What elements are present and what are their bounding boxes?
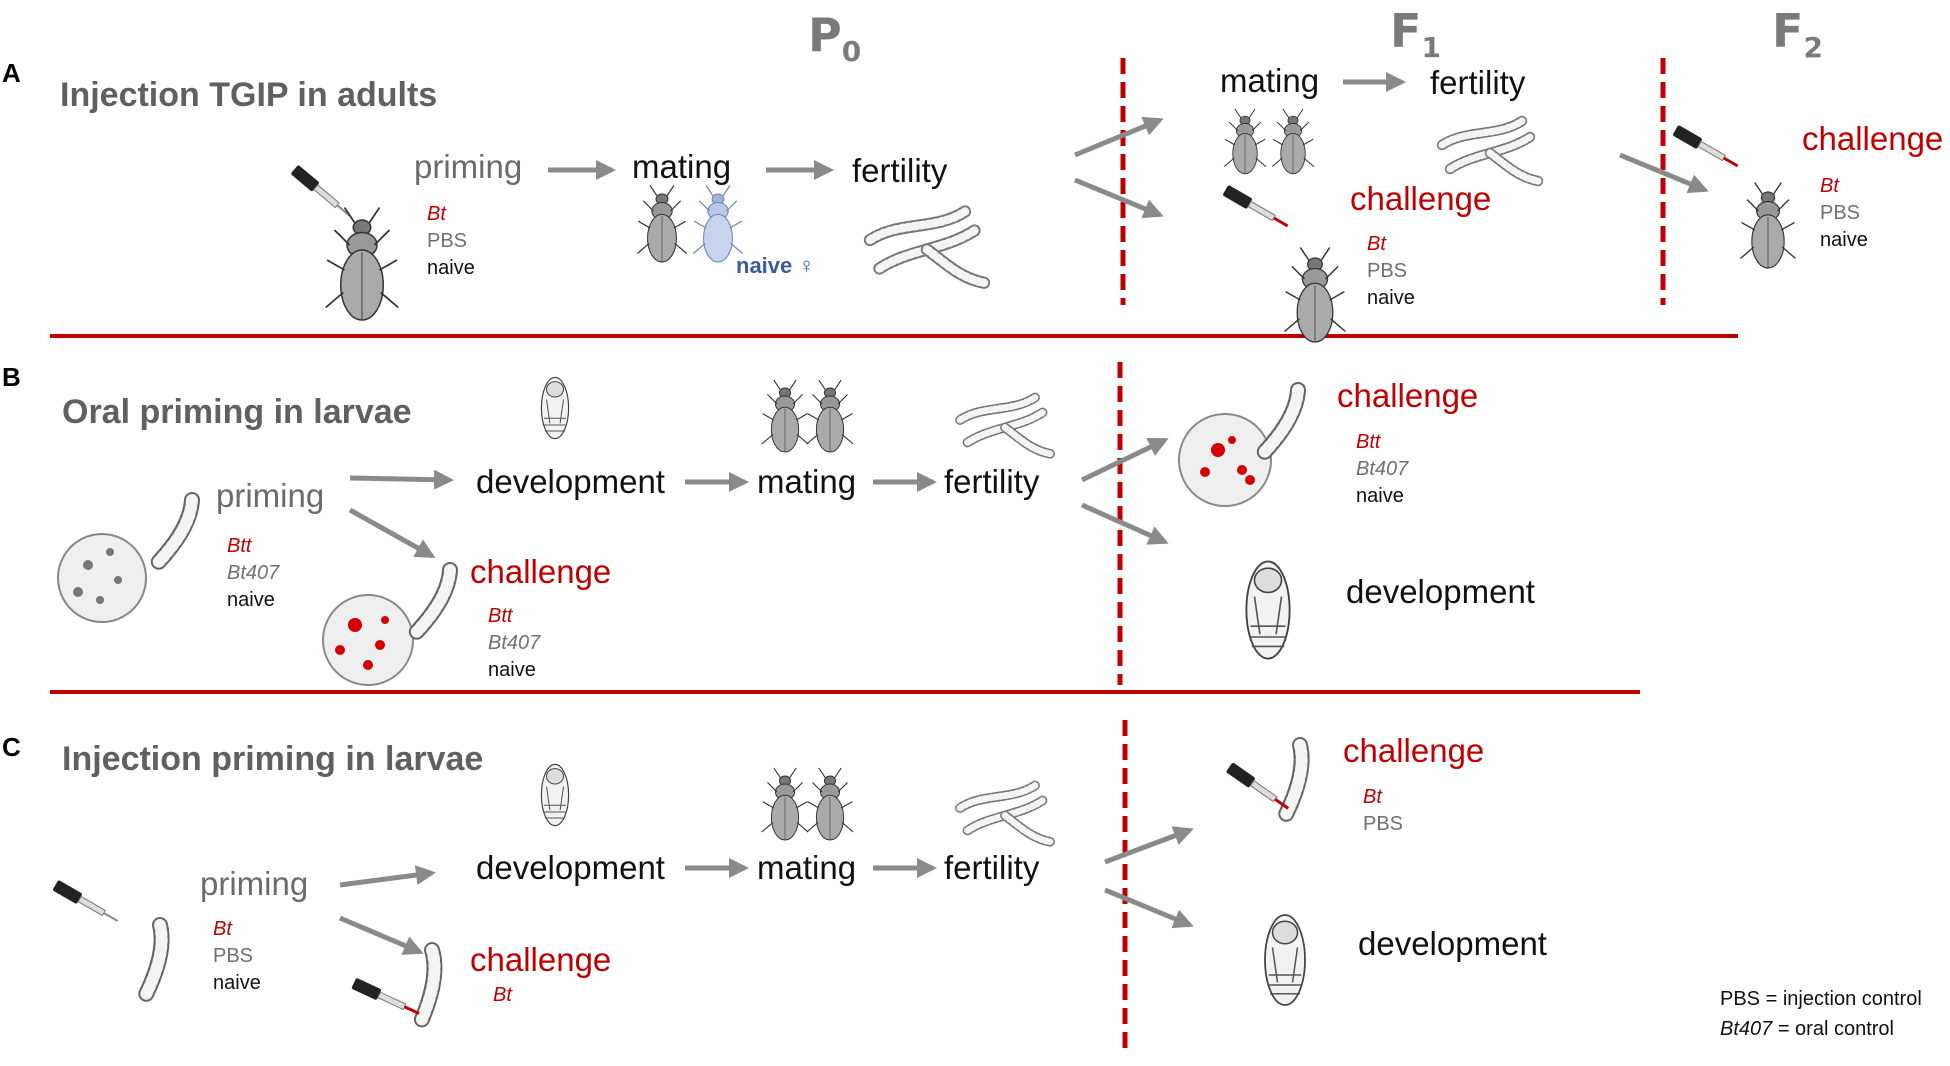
a-f1-challenge-treatments: Bt PBS naive (1367, 233, 1415, 309)
c-priming-treatments: Bt PBS naive (213, 918, 261, 994)
panel-b-title: Oral priming in larvae (62, 393, 412, 431)
panel-letter-c: C (2, 732, 21, 762)
legend-line-pbs: PBS = injection control (1720, 988, 1922, 1010)
gen-f1: F1 (1390, 4, 1441, 64)
a-priming-label: priming (414, 148, 523, 185)
c-f1-development-label: development (1358, 925, 1547, 962)
c-challenge-treatments: Bt (493, 984, 512, 1006)
gen-p0: P0 (808, 8, 862, 68)
b-f1-challenge-treatments: Btt Bt407 naive (1356, 431, 1409, 507)
a-mating-label: mating (632, 148, 732, 185)
b-challenge-treatments: Btt Bt407 naive (488, 605, 541, 681)
a-priming-treatments: Bt PBS naive (427, 203, 475, 279)
c-development-label: development (476, 849, 665, 886)
a-f2-challenge-treatments: Bt PBS naive (1820, 175, 1868, 251)
gen-f2: F2 (1772, 4, 1823, 64)
panel-letter-a: A (2, 58, 21, 88)
b-f1-challenge-label: challenge (1337, 377, 1479, 414)
c-mating-label: mating (757, 849, 857, 886)
b-development-label: development (476, 463, 665, 500)
b-challenge-label: challenge (470, 553, 612, 590)
c-f1-challenge-treatments: Bt PBS (1363, 786, 1404, 835)
a-f1-mating-label: mating (1220, 62, 1320, 99)
c-f1-challenge-label: challenge (1343, 732, 1485, 769)
a-f1-challenge-label: challenge (1350, 180, 1492, 217)
b-priming-label: priming (216, 477, 325, 514)
panel-c-title: Injection priming in larvae (62, 740, 484, 778)
b-mating-label: mating (757, 463, 857, 500)
c-priming-label: priming (200, 865, 309, 902)
a-f2-challenge-label: challenge (1802, 120, 1944, 157)
a-f1-fertility-label: fertility (1430, 64, 1526, 101)
a-fertility-label: fertility (852, 152, 948, 189)
c-fertility-label: fertility (944, 849, 1040, 886)
c-challenge-label: challenge (470, 941, 612, 978)
legend: PBS = injection control Bt407 = oral con… (1720, 984, 1922, 1044)
panel-a-title: Injection TGIP in adults (60, 76, 438, 114)
b-fertility-label: fertility (944, 463, 1040, 500)
panel-letter-b: B (2, 362, 21, 392)
b-priming-treatments: Btt Bt407 naive (227, 535, 280, 611)
legend-line-bt407: Bt407 = oral control (1720, 1018, 1894, 1040)
b-f1-development-label: development (1346, 573, 1535, 610)
a-naive-female-label: naive ♀ (736, 253, 815, 278)
